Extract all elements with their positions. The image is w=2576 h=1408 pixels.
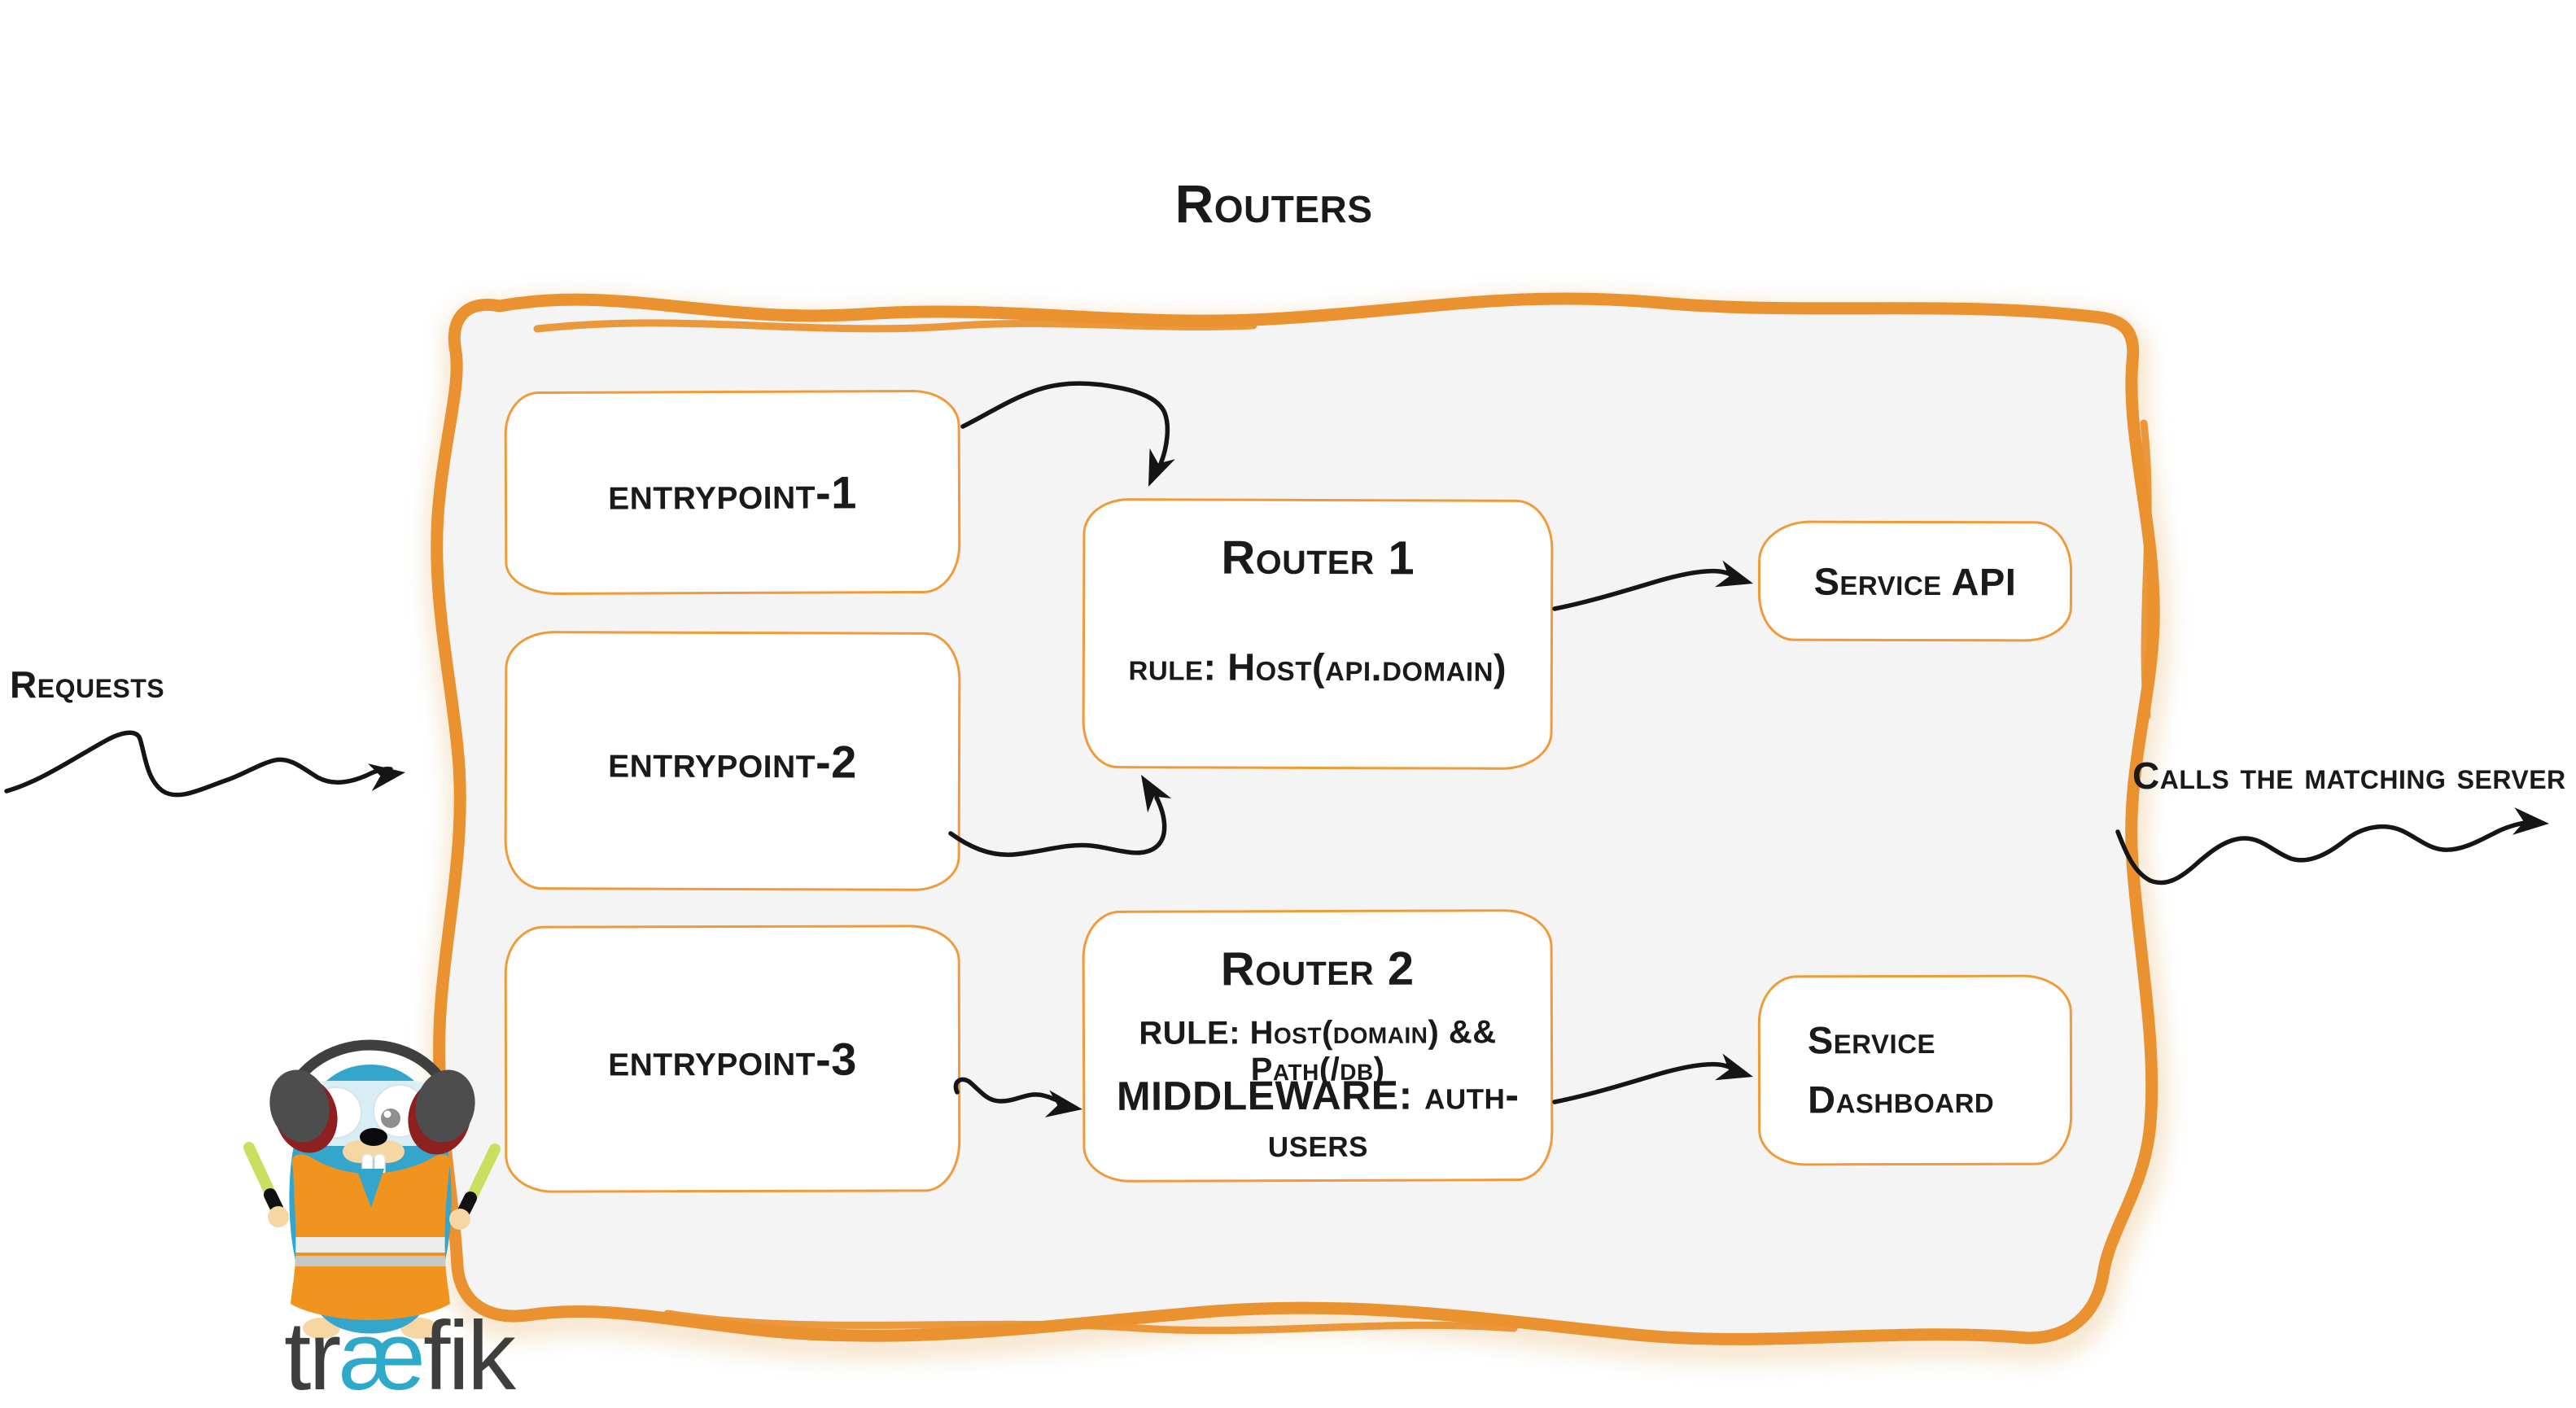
router-2-name: Router 2	[1220, 942, 1415, 996]
traefik-wordmark: træfik	[241, 1307, 557, 1405]
service-dashboard-box: Service Dashboard	[1757, 974, 2073, 1166]
entrypoint-2-label: entrypoint-2	[608, 734, 857, 788]
calls-label: Calls the matching server	[2132, 754, 2566, 797]
entrypoint-2-to-router-1-arrow	[948, 775, 1172, 857]
wordmark-fik: fik	[423, 1301, 516, 1408]
entrypoint-1-to-router-1-arrow	[960, 381, 1175, 487]
entrypoint-3-to-router-2-arrow	[953, 1077, 1082, 1117]
router-1-name: Router 1	[1221, 531, 1415, 585]
traefik-gopher-mascot	[243, 1039, 501, 1339]
gopher-headphone-right-cup	[408, 1069, 475, 1155]
entrypoint-1-box: entrypoint-1	[504, 389, 961, 596]
gopher-safety-vest	[291, 1154, 451, 1320]
gopher-pupil-right	[381, 1108, 400, 1128]
light-stick-right	[455, 1143, 501, 1222]
requests-arrow	[4, 730, 405, 798]
entrypoint-3-box: entrypoint-3	[504, 925, 961, 1193]
gopher-nose	[360, 1128, 387, 1146]
container-brush-accent-top	[533, 319, 1257, 333]
wordmark-ae: æ	[339, 1301, 426, 1408]
gopher-headphone-left-cup	[269, 1069, 338, 1153]
router-1-rule: rule: Host(api.domain)	[1128, 645, 1507, 689]
light-stick-left	[243, 1142, 286, 1220]
entrypoint-1-label: entrypoint-1	[608, 466, 857, 519]
service-api-label: Service API	[1813, 559, 2017, 603]
service-dashboard-label: Service Dashboard	[1807, 1018, 1995, 1122]
router-2-middleware: MIDDLEWARE: auth-users	[1116, 1072, 1520, 1166]
calls-matching-server-arrow	[2115, 807, 2549, 885]
wordmark-tr: tr	[283, 1301, 341, 1408]
router-2-box: Router 2 RULE: Host(domain) && Path(/db)…	[1082, 908, 1554, 1183]
container-brush-accent-right	[2140, 419, 2152, 720]
gopher-pupil-right-highlight	[383, 1110, 391, 1118]
service-api-box: Service API	[1757, 520, 2073, 642]
container-brush-accent-bottom	[663, 1310, 1518, 1335]
router-1-box: Router 1 rule: Host(api.domain)	[1082, 497, 1554, 771]
gopher-hand-left	[268, 1206, 289, 1227]
diagram-title: Routers	[1174, 173, 1373, 234]
entrypoint-3-label: entrypoint-3	[608, 1033, 857, 1085]
gopher-hand-right	[449, 1209, 470, 1230]
router-1-to-service-api-arrow	[1552, 560, 1753, 611]
entrypoint-2-box: entrypoint-2	[504, 631, 961, 891]
gopher-vest-collar	[356, 1169, 384, 1208]
requests-label: Requests	[10, 663, 165, 706]
router-2-to-service-dashboard-arrow	[1552, 1053, 1753, 1104]
